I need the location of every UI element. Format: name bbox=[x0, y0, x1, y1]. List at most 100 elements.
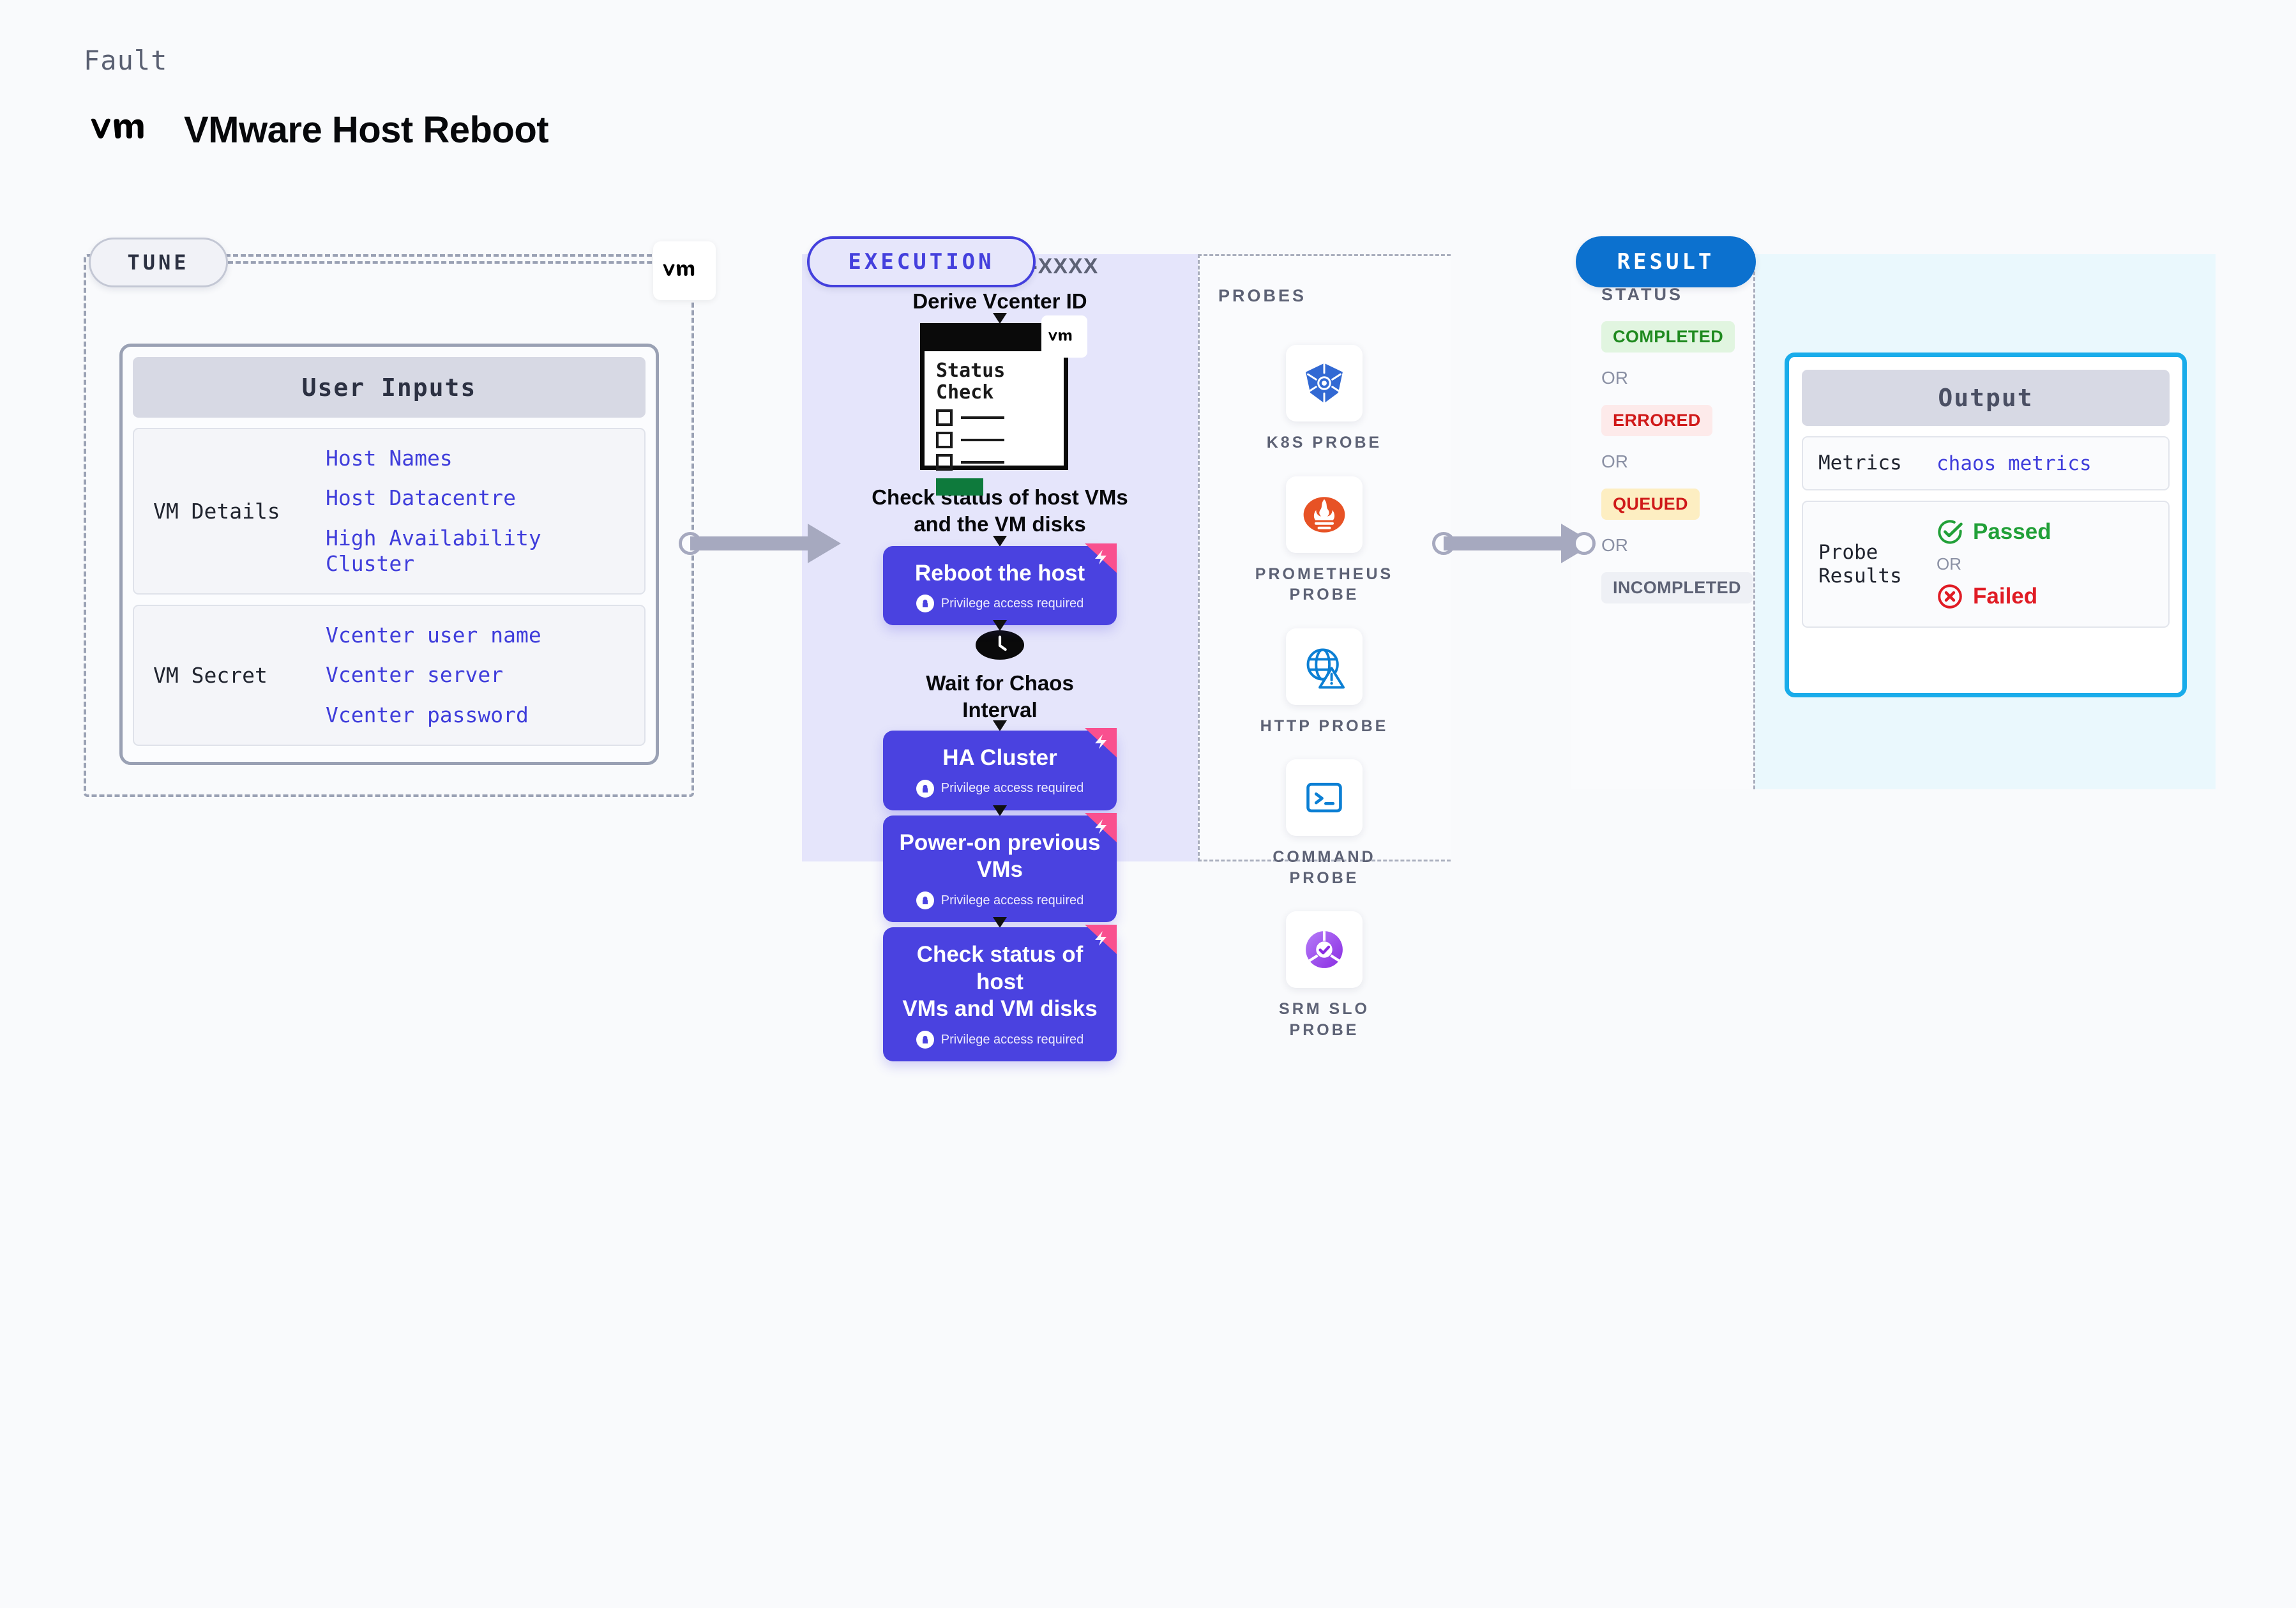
result-pill-label[interactable]: RESULT bbox=[1576, 236, 1756, 287]
checkbox-icon bbox=[936, 409, 953, 427]
lock-icon bbox=[916, 891, 934, 909]
lock-icon bbox=[916, 1031, 934, 1049]
tune-dashed-connector bbox=[228, 261, 675, 264]
probe-result-passed-label: Passed bbox=[1973, 519, 2051, 545]
checkbox-icon bbox=[936, 432, 953, 449]
connector-line bbox=[1444, 536, 1565, 550]
clock-icon bbox=[976, 630, 1024, 660]
status-heading: STATUS bbox=[1601, 285, 1683, 304]
input-item[interactable]: Vcenter password bbox=[326, 702, 529, 727]
prometheus-icon bbox=[1286, 476, 1363, 553]
chaos-ribbon-icon bbox=[1085, 543, 1117, 573]
probe-item-http[interactable]: HTTP PROBE bbox=[1241, 628, 1407, 737]
or-separator: OR bbox=[1937, 554, 1961, 574]
output-group-metrics: Metrics chaos metrics bbox=[1802, 436, 2170, 491]
checkbox-icon bbox=[936, 454, 953, 471]
input-item[interactable]: Host Names bbox=[326, 446, 453, 471]
check-status-caption: Check status of host VMs and the VM disk… bbox=[872, 485, 1128, 536]
connector-end-dot bbox=[1573, 532, 1596, 555]
input-item[interactable]: Host Datacentre bbox=[326, 485, 517, 511]
chaos-ribbon-icon bbox=[1085, 812, 1117, 842]
lock-icon bbox=[916, 779, 934, 798]
status-check-title: Status Check bbox=[936, 360, 1064, 404]
vmware-vm-logo-icon bbox=[89, 116, 165, 145]
placeholder-line bbox=[961, 439, 1004, 442]
probe-result-failed: Failed bbox=[1937, 583, 2051, 610]
derive-vcenter-id-label: Derive Vcenter ID bbox=[912, 289, 1087, 313]
status-check-graphic: Status Check bbox=[920, 315, 1087, 496]
connector-execution-to-result bbox=[1432, 524, 1599, 563]
or-separator: OR bbox=[1601, 368, 1628, 388]
status-badge-incompleted: INCOMPLETED bbox=[1601, 572, 1753, 603]
probe-item-prometheus[interactable]: PROMETHEUS PROBE bbox=[1241, 476, 1407, 605]
input-group-label: VM Details bbox=[153, 499, 280, 524]
privilege-note-label: Privilege access required bbox=[940, 1032, 1084, 1047]
status-badge-errored: ERRORED bbox=[1601, 405, 1712, 436]
vmware-vm-logo-icon bbox=[1041, 315, 1087, 358]
lock-icon bbox=[916, 595, 934, 613]
placeholder-line bbox=[961, 461, 1004, 464]
probe-result-passed: Passed bbox=[1937, 519, 2051, 545]
privilege-note-label: Privilege access required bbox=[940, 596, 1084, 611]
tune-pill-label[interactable]: TUNE bbox=[89, 238, 228, 287]
privilege-note: Privilege access required bbox=[895, 595, 1105, 613]
probe-label: COMMAND PROBE bbox=[1273, 848, 1376, 887]
probe-item-command[interactable]: COMMAND PROBE bbox=[1241, 759, 1407, 888]
probe-label: K8S PROBE bbox=[1266, 434, 1382, 451]
http-globe-warning-icon bbox=[1286, 628, 1363, 705]
execution-pill-label[interactable]: EXECUTION bbox=[807, 236, 1036, 287]
user-inputs-title: User Inputs bbox=[133, 357, 646, 418]
or-separator: OR bbox=[1601, 451, 1628, 471]
input-item[interactable]: Vcenter user name bbox=[326, 623, 541, 648]
probe-result-failed-label: Failed bbox=[1973, 584, 2038, 609]
status-check-title-line1: Status bbox=[936, 360, 1006, 383]
tune-panel bbox=[84, 254, 694, 797]
status-badge-completed: COMPLETED bbox=[1601, 321, 1735, 353]
status-check-titlebar bbox=[925, 328, 1064, 352]
privilege-note: Privilege access required bbox=[895, 1031, 1105, 1049]
probes-section-label: PROBES bbox=[1218, 286, 1307, 305]
action-title: Reboot the host bbox=[914, 560, 1085, 586]
chaos-ribbon-icon bbox=[1085, 925, 1117, 954]
status-check-row bbox=[936, 409, 1064, 427]
execution-flow: XXXX-XXXX-XXXX Derive Vcenter ID Status … bbox=[802, 254, 1198, 1062]
input-group-label: VM Secret bbox=[153, 662, 268, 688]
vmware-vm-logo-icon bbox=[653, 241, 716, 300]
action-title: HA Cluster bbox=[942, 745, 1057, 770]
kubernetes-icon bbox=[1286, 345, 1363, 421]
output-metrics-value[interactable]: chaos metrics bbox=[1937, 451, 2092, 475]
input-item[interactable]: Vcenter server bbox=[326, 662, 504, 688]
probe-item-k8s[interactable]: K8S PROBE bbox=[1241, 345, 1407, 453]
privilege-note-label: Privilege access required bbox=[940, 893, 1084, 907]
status-check-title-line2: Check bbox=[936, 381, 994, 404]
check-circle-icon bbox=[1938, 520, 1963, 544]
input-group-vm-details: VM Details Host Names Host Datacentre Hi… bbox=[133, 428, 646, 595]
action-card-check-status-host-vms[interactable]: Check status of host VMs and VM disks Pr… bbox=[883, 925, 1117, 1062]
page-title: VMware Host Reboot bbox=[184, 109, 549, 151]
output-title: Output bbox=[1802, 370, 2170, 426]
privilege-note: Privilege access required bbox=[895, 779, 1105, 798]
input-group-vm-secret: VM Secret Vcenter user name Vcenter serv… bbox=[133, 605, 646, 746]
or-separator: OR bbox=[1601, 535, 1628, 555]
input-item[interactable]: High Availability Cluster bbox=[326, 525, 541, 576]
status-check-row bbox=[936, 454, 1064, 471]
action-title: Check status of host VMs and VM disks bbox=[902, 942, 1098, 1022]
action-card-ha-cluster[interactable]: HA Cluster Privilege access required bbox=[883, 727, 1117, 810]
status-check-row bbox=[936, 432, 1064, 449]
action-title: Power-on previous VMs bbox=[899, 830, 1101, 883]
connector-arrowhead-icon bbox=[808, 524, 841, 563]
probe-item-srm-slo[interactable]: SRM SLO PROBE bbox=[1241, 911, 1407, 1040]
privilege-note: Privilege access required bbox=[895, 891, 1105, 909]
connector-line bbox=[690, 536, 812, 550]
srm-slo-icon bbox=[1286, 911, 1363, 988]
probe-label: SRM SLO PROBE bbox=[1279, 1000, 1370, 1039]
placeholder-line bbox=[961, 416, 1004, 420]
chaos-ribbon-icon bbox=[1085, 727, 1117, 757]
probe-label: PROMETHEUS PROBE bbox=[1255, 565, 1394, 604]
action-card-power-on-previous-vms[interactable]: Power-on previous VMs Privilege access r… bbox=[883, 812, 1117, 922]
action-card-reboot-host[interactable]: Reboot the host Privilege access require… bbox=[883, 543, 1117, 626]
wait-for-chaos-label: Wait for Chaos Interval bbox=[926, 671, 1074, 722]
